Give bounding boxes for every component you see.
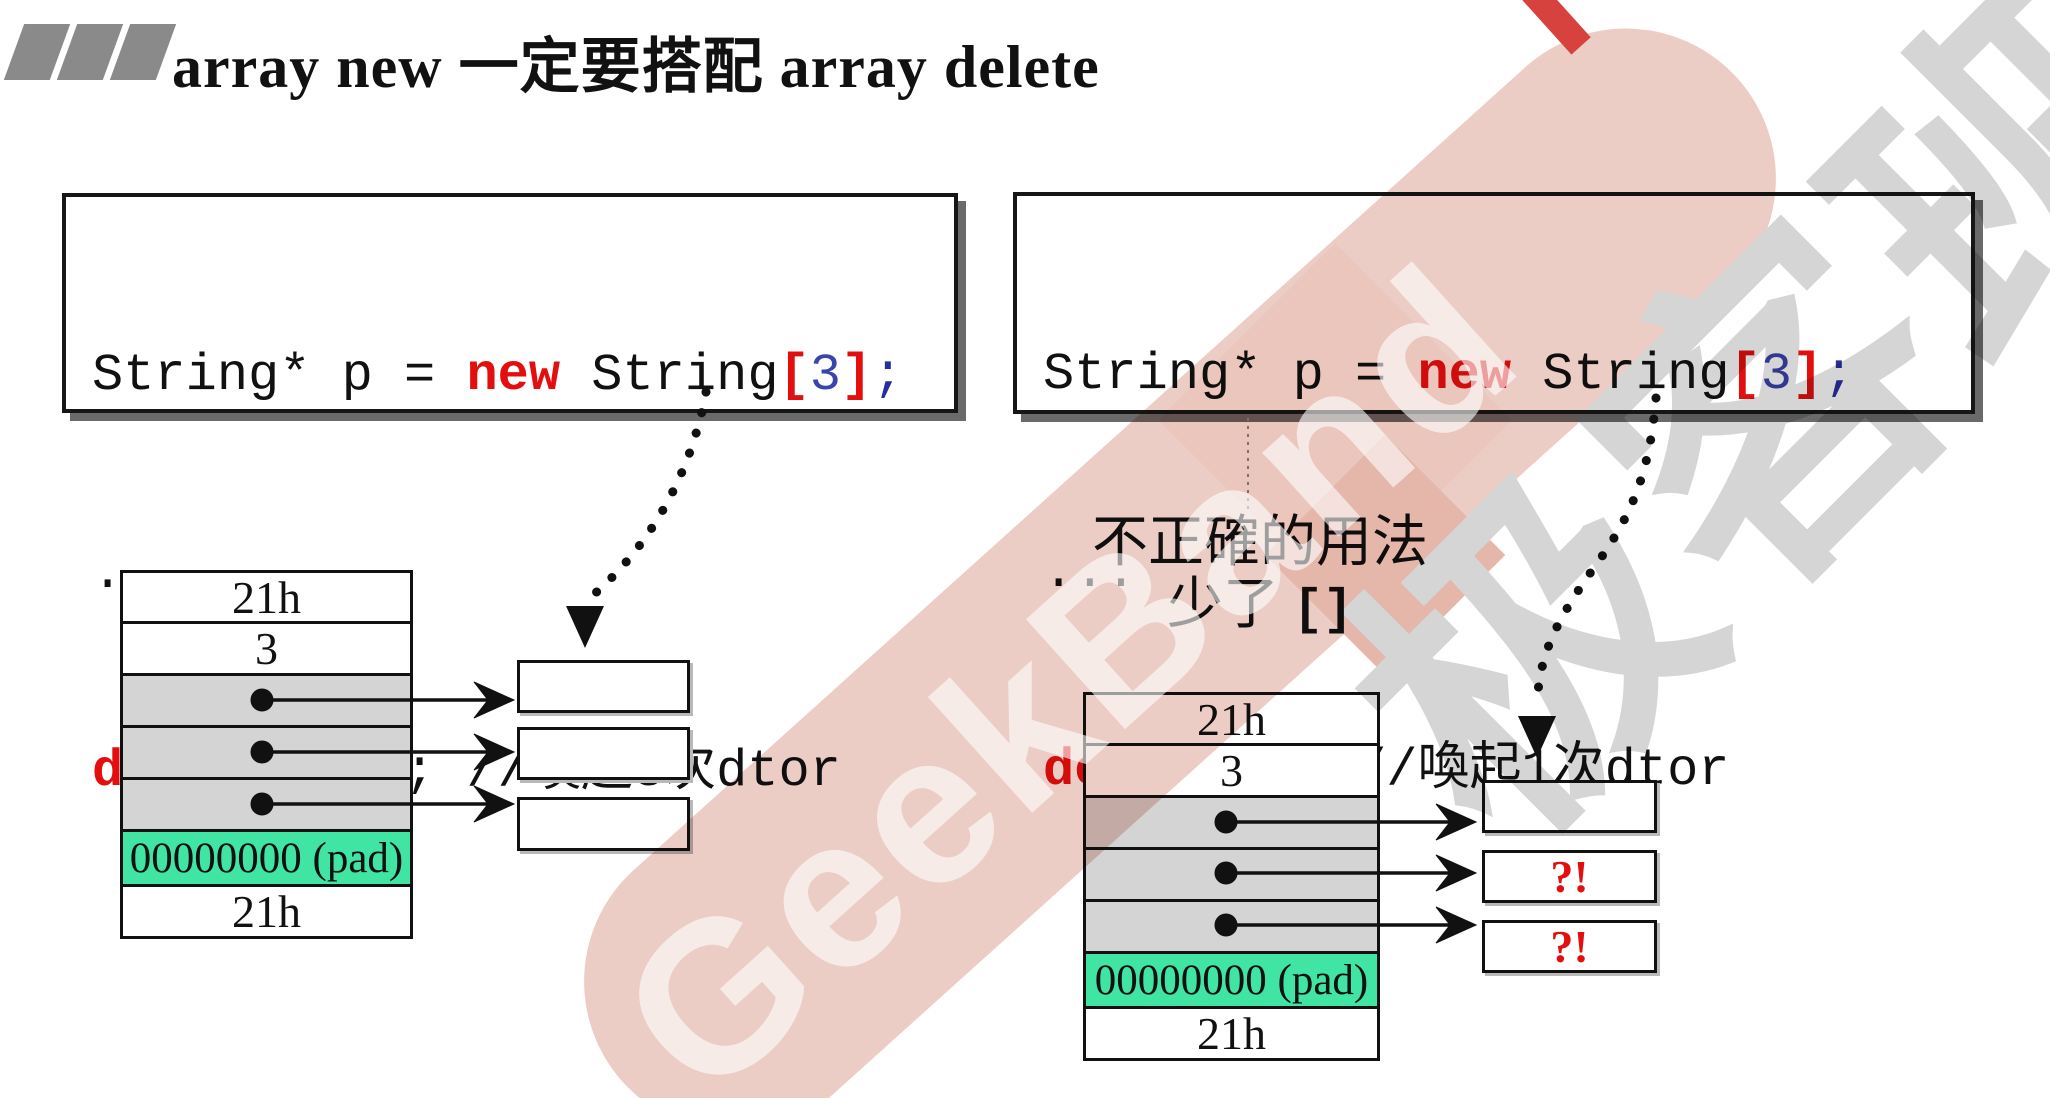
memory-stack-right: 21h 3 00000000 (pad) 21h xyxy=(1083,692,1380,1061)
string-object-box xyxy=(517,797,690,851)
page-title: array new 一定要搭配 array delete xyxy=(172,34,1100,100)
array-size: 3 xyxy=(1760,345,1792,404)
bracket-open: [ xyxy=(778,346,810,405)
code-line-1: String* p = new String[3]; xyxy=(1043,345,1855,404)
incorrect-usage-line2: 少了 [] xyxy=(1166,574,1353,639)
incorrect-usage-note: 不正確的用法 少了 [] xyxy=(1060,512,1460,642)
string-object-box xyxy=(517,727,690,780)
pointer-cell xyxy=(1086,795,1377,847)
string-object-box-leaked: ?! xyxy=(1482,850,1657,903)
pointer-cell xyxy=(123,725,410,777)
cookie-cell: 21h xyxy=(1086,694,1377,745)
title-decoration xyxy=(3,24,177,80)
array-size: 3 xyxy=(809,346,841,405)
pad-cell: 00000000 (pad) xyxy=(123,829,410,884)
bracket-close: ] xyxy=(1791,345,1824,404)
string-object-box xyxy=(517,660,690,713)
code-line-1: String* p = new String[3]; xyxy=(92,346,904,405)
missing-brackets: [] xyxy=(1292,582,1353,639)
string-object-box-destroyed xyxy=(1482,780,1657,833)
bracket-open: [ xyxy=(1729,345,1761,404)
incorrect-usage-line1: 不正確的用法 xyxy=(1092,512,1428,574)
memory-stack-left: 21h 3 00000000 (pad) 21h xyxy=(120,570,413,939)
count-cell: 3 xyxy=(123,621,410,674)
count-cell: 3 xyxy=(1086,743,1377,796)
pad-cell: 00000000 (pad) xyxy=(1086,951,1377,1006)
keyword-new: new xyxy=(466,346,561,405)
pointer-cell xyxy=(123,777,410,829)
code-box-array-delete: String* p = new String[3]; ... delete[] … xyxy=(62,193,958,801)
cookie-cell: 21h xyxy=(123,572,410,623)
bracket-close: ] xyxy=(840,346,873,405)
cookie-cell: 21h xyxy=(123,884,410,937)
semicolon: ; xyxy=(872,346,904,405)
keyword-new: new xyxy=(1417,345,1512,404)
code-box-scalar-delete: String* p = new String[3]; ... delete p;… xyxy=(1013,192,1975,800)
pointer-cell xyxy=(1086,847,1377,899)
pointer-cell xyxy=(1086,899,1377,951)
pointer-cell xyxy=(123,673,410,725)
cookie-cell: 21h xyxy=(1086,1006,1377,1059)
string-object-box-leaked: ?! xyxy=(1482,920,1657,973)
semicolon: ; xyxy=(1823,345,1855,404)
watermark-red-mark xyxy=(1519,0,1591,55)
